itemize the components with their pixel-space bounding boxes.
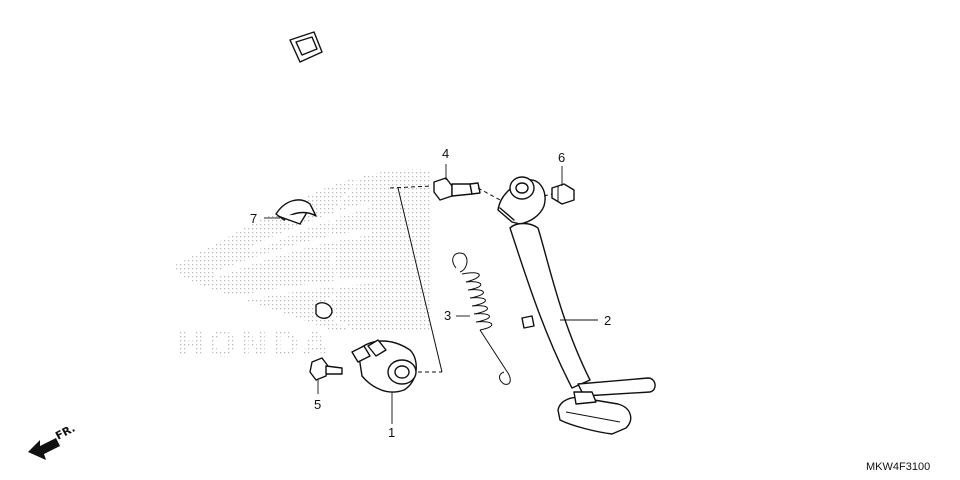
callout-part-1: 1 xyxy=(388,425,395,440)
wire-clamp-part xyxy=(275,199,317,225)
nut-part-6 xyxy=(551,183,575,205)
diagram-code: MKW4F3100 xyxy=(866,461,930,473)
callout-part-3: 3 xyxy=(444,308,451,323)
front-direction-label: FR. xyxy=(53,422,77,443)
side-stand-part-2 xyxy=(497,176,656,435)
callout-leaders xyxy=(264,164,598,424)
front-direction-arrow-icon xyxy=(28,438,60,460)
side-stand-switch-part xyxy=(289,31,417,393)
callout-part-7: 7 xyxy=(250,211,257,226)
callout-part-2: 2 xyxy=(604,313,611,328)
callout-part-6: 6 xyxy=(558,150,565,165)
spring-part-3 xyxy=(452,252,511,385)
bolt-part-5 xyxy=(309,357,343,381)
callout-part-5: 5 xyxy=(314,397,321,412)
assembly-guide-lines xyxy=(389,185,553,373)
brand-watermark: HONDA xyxy=(175,168,430,365)
callout-part-4: 4 xyxy=(442,146,449,161)
pivot-bolt-part-4 xyxy=(433,177,481,201)
svg-text:HONDA: HONDA xyxy=(176,325,331,365)
